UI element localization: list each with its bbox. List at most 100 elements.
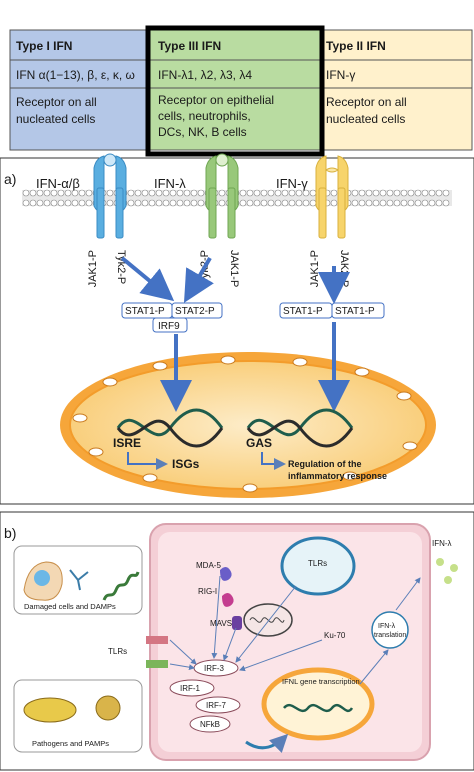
jak1-label-gamma: JAK1-P xyxy=(309,250,321,287)
type3-header: Type III IFN xyxy=(158,39,221,53)
nuclear-pore xyxy=(402,441,418,451)
nuclear-pore xyxy=(72,413,88,423)
lipid-head xyxy=(386,199,394,207)
ifn-lambda-molecule-icon xyxy=(444,576,452,584)
lipid-head xyxy=(141,199,149,207)
lipid-head xyxy=(281,189,289,197)
lipid-head xyxy=(428,189,436,197)
panel-a: a) IFN-α/β xyxy=(0,153,474,505)
lipid-head xyxy=(78,199,86,207)
lipid-head xyxy=(407,189,415,197)
dna-helix-right xyxy=(246,408,354,448)
lipid-head xyxy=(190,199,198,207)
type1-header-cell xyxy=(9,29,151,61)
nuclear-pore xyxy=(102,377,118,387)
endosome: TLRs xyxy=(280,536,356,596)
type1-header: Type I IFN xyxy=(16,39,72,53)
lipid-head xyxy=(302,199,310,207)
panel-a-label: a) xyxy=(4,171,16,187)
mavs-icon xyxy=(232,616,242,630)
lipid-head xyxy=(155,199,163,207)
panel-b: b) Damaged cells and DAMPs Pathogens and… xyxy=(0,511,474,771)
type1-receptor-line2: nucleated cells xyxy=(16,112,95,126)
lipid-head xyxy=(288,189,296,197)
type1-receptor-cell xyxy=(9,87,151,151)
lipid-head xyxy=(309,189,317,197)
lipid-head xyxy=(176,189,184,197)
irf3-label: IRF-3 xyxy=(204,664,225,673)
lipid-head xyxy=(134,189,142,197)
lipid-head xyxy=(351,189,359,197)
lipid-head xyxy=(442,199,450,207)
ifn-gamma-receptor xyxy=(315,155,349,239)
isre-arrow xyxy=(127,452,168,470)
signaling-arrows xyxy=(169,575,323,672)
lipid-head xyxy=(330,189,338,197)
nuclear-pore xyxy=(152,361,168,371)
irf9-label: IRF9 xyxy=(158,321,180,332)
nuclear-pore xyxy=(88,447,104,457)
lipid-head xyxy=(22,189,30,197)
mda5-label: MDA-5 xyxy=(196,561,221,570)
lipid-head xyxy=(414,189,422,197)
lipid-head xyxy=(379,199,387,207)
lipid-head xyxy=(302,189,310,197)
lipid-head xyxy=(169,199,177,207)
ifn-ab-receptor xyxy=(93,153,127,239)
lipid-head xyxy=(295,189,303,197)
gas-label: GAS xyxy=(246,436,272,450)
lipid-head xyxy=(274,199,282,207)
damp-molecule-icon xyxy=(69,569,89,591)
ifn-gamma-ligand-icon xyxy=(325,167,339,173)
ifn-lambda-secreted-label: IFN-λ xyxy=(432,539,452,548)
lipid-head xyxy=(29,199,37,207)
type3-receptor-line1: Receptor on epithelial xyxy=(158,93,274,107)
stat2p-label: STAT2-P xyxy=(175,306,215,317)
arrow-ab-to-stat xyxy=(120,256,175,302)
secretion-arrow xyxy=(395,577,421,611)
lipid-head xyxy=(260,189,268,197)
ifn-lambda-ligand-icon xyxy=(215,153,229,167)
lipid-head xyxy=(351,199,359,207)
type2-receptor-line1: Receptor on all xyxy=(326,95,407,109)
lipid-head xyxy=(36,199,44,207)
lipid-head xyxy=(36,189,44,197)
nucleus-export-arrow xyxy=(245,733,289,753)
damaged-cells-inset: Damaged cells and DAMPs xyxy=(13,545,143,615)
type3-members: IFN-λ1, λ2, λ3, λ4 xyxy=(158,68,252,82)
lipid-head xyxy=(267,199,275,207)
lipid-head xyxy=(64,199,72,207)
lipid-head xyxy=(183,189,191,197)
lipid-head xyxy=(106,189,114,197)
arrow-to-translation xyxy=(359,649,389,685)
lipid-head xyxy=(57,199,65,207)
lipid-head xyxy=(57,189,65,197)
jak1-label-ab: JAK1-P xyxy=(87,250,99,287)
damaged-label: Damaged cells and DAMPs xyxy=(24,602,116,611)
ifn-table: Type I IFN Type III IFN Type II IFN IFN … xyxy=(9,25,473,157)
lipid-head xyxy=(78,189,86,197)
stat1-stat2-complex: STAT1-P STAT2-P IRF9 xyxy=(121,302,223,333)
lipid-head xyxy=(162,189,170,197)
transcription-factors: IRF-3 IRF-1 IRF-7 NFkB xyxy=(169,659,241,733)
lipid-head xyxy=(281,199,289,207)
stat1p-label-left: STAT1-P xyxy=(283,306,323,317)
rigi-label: RIG-I xyxy=(198,587,217,596)
lipid-head xyxy=(148,189,156,197)
nucleus-b: IFNL gene transcription xyxy=(261,667,375,741)
panel-b-frame xyxy=(0,511,474,771)
lipid-head xyxy=(155,189,163,197)
ifn-ab-label: IFN-α/β xyxy=(36,176,80,191)
lipid-head xyxy=(407,199,415,207)
lipid-head xyxy=(358,189,366,197)
lipid-head xyxy=(288,199,296,207)
lipid-head xyxy=(106,199,114,207)
lipid-head xyxy=(218,199,226,207)
lipid-head xyxy=(43,189,51,197)
lipid-head xyxy=(162,199,170,207)
lipid-head xyxy=(260,199,268,207)
lipid-head xyxy=(253,199,261,207)
ifn-lambda-receptor xyxy=(205,153,239,239)
type3-receptor-line3: DCs, NK, B cells xyxy=(158,125,247,139)
